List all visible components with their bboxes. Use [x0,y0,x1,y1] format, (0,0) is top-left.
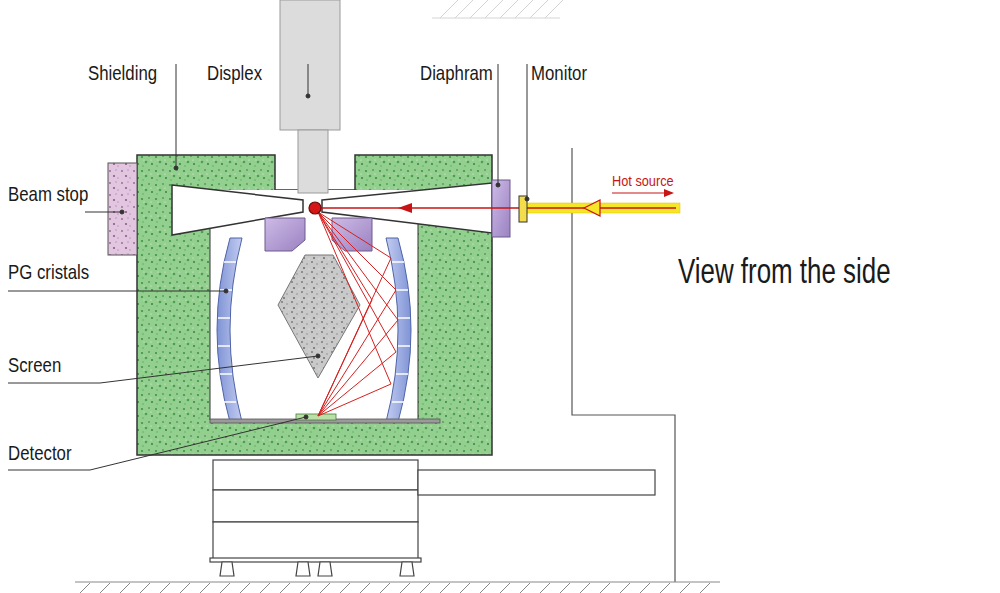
beam-arrowhead [398,203,412,213]
part-label: Screen [8,352,61,377]
source-arrowhead [664,189,674,197]
source-arrow [612,192,668,193]
part-label: Beam stop [8,181,88,206]
part-label: Diaphram [420,60,493,85]
pg-crystals [217,238,242,422]
floor [75,582,720,593]
part-label: Shielding [88,60,157,85]
sample [309,202,321,214]
source-label: Hot source [612,172,674,190]
displex-tail [298,130,328,193]
part-label: PG cristals [8,259,89,284]
collimator [265,218,305,251]
scattered-rays [318,212,398,416]
cavity [210,190,418,420]
view-caption: View from the side [678,250,891,292]
crystal-segments [218,262,410,402]
base-table [210,460,655,576]
shielding [137,155,492,455]
beam-arrowhead [584,200,600,216]
wall-hatching [432,0,563,18]
part-label: Monitor [531,60,587,85]
incoming-beam [320,207,676,209]
part-label: Displex [207,60,262,85]
detector [296,414,336,420]
beam-stop [108,163,137,255]
displex [280,0,340,130]
leader-lines [8,64,529,470]
part-label: Detector [8,440,72,465]
